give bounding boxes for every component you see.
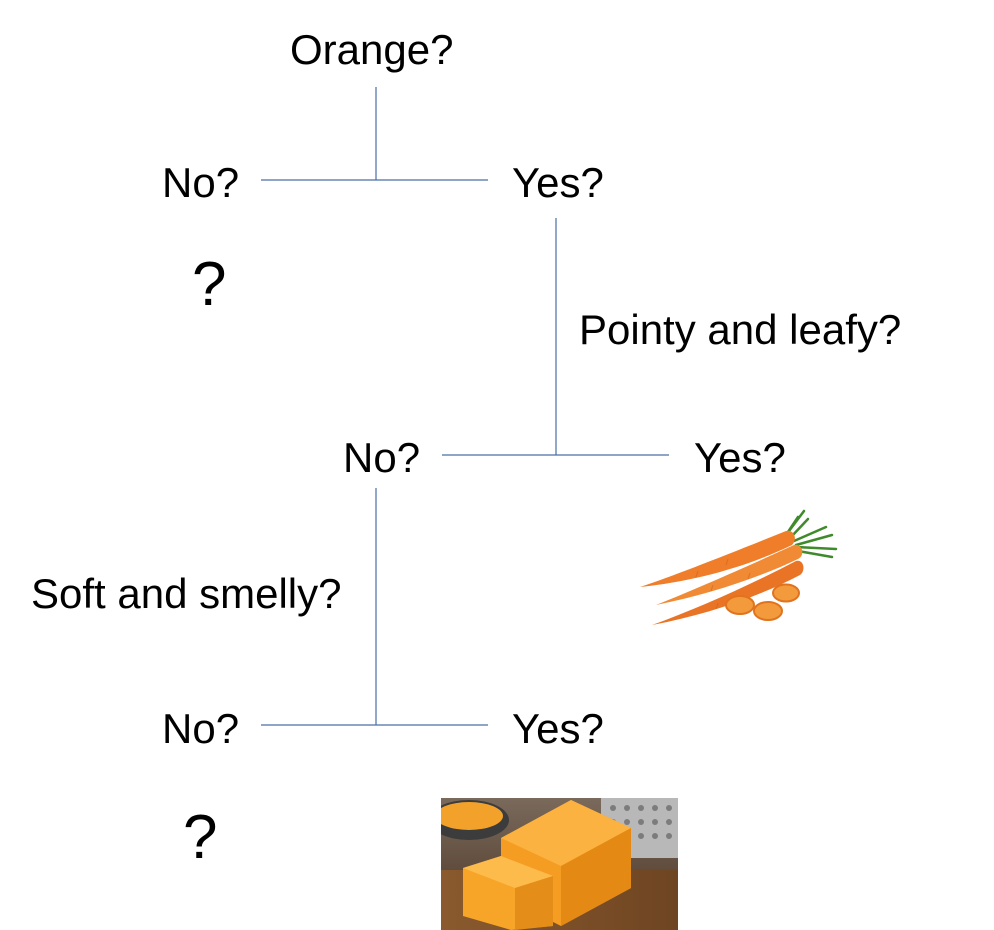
- question-soft-smelly: Soft and smelly?: [31, 570, 342, 617]
- level2-no-label: No?: [343, 434, 421, 481]
- cheese-image: [441, 798, 678, 930]
- level2-yes-label: Yes?: [694, 434, 786, 481]
- level1-no-result: ?: [192, 250, 227, 319]
- level1-no-label: No?: [162, 159, 240, 206]
- level3-yes-label: Yes?: [512, 705, 604, 752]
- level1-yes-label: Yes?: [512, 159, 604, 206]
- level3-no-label: No?: [162, 705, 240, 752]
- root-question: Orange?: [290, 26, 454, 73]
- carrots-image: [636, 505, 842, 630]
- level3-no-result: ?: [183, 803, 218, 872]
- question-pointy-leafy: Pointy and leafy?: [579, 306, 902, 353]
